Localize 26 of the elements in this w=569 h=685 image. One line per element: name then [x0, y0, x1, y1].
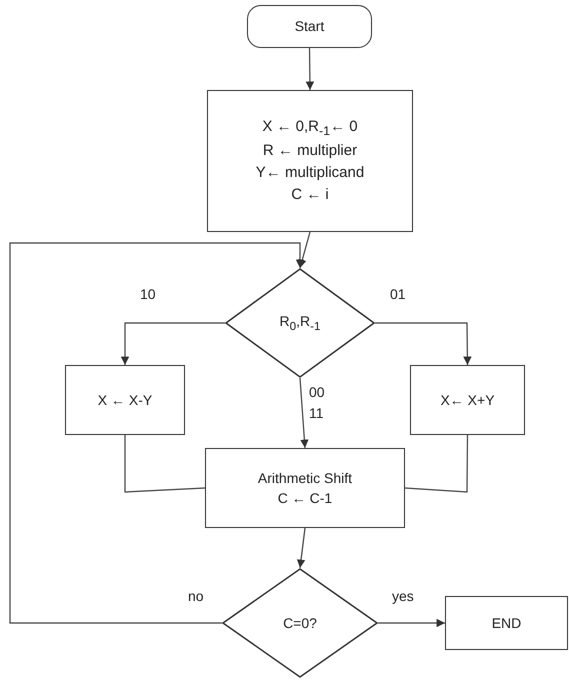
step-text: C ← i	[291, 184, 329, 205]
process-box	[410, 365, 525, 435]
step-text: C=0?	[283, 614, 317, 633]
step-text: Start	[294, 17, 324, 36]
step-title: Arithmetic Shift	[258, 468, 352, 488]
terminal-box	[247, 5, 372, 48]
connector-arrow	[296, 528, 306, 568]
process-box	[445, 596, 568, 650]
connector-arrow	[306, 48, 314, 90]
process-box	[65, 365, 185, 435]
process-box	[207, 90, 413, 232]
step-text: X ← X-Y	[98, 390, 152, 410]
process-box	[205, 448, 405, 528]
step-text: X← X+Y	[440, 390, 495, 410]
connector-arrow	[120, 322, 225, 365]
connector-arrow	[9, 242, 304, 624]
connector-arrow	[378, 618, 445, 628]
step-text: R$_{0}$,R$_{-1}$	[280, 312, 320, 334]
connector-arrow	[299, 378, 309, 448]
step-text: C ← C-1	[278, 489, 332, 508]
connector-arrow	[298, 232, 311, 268]
step-text: Y← multiplicand	[256, 163, 364, 184]
step-text: END	[492, 614, 522, 633]
step-text: X ← 0,R$_{-1}$← 0	[262, 117, 358, 140]
step-text: R ← multiplier	[262, 141, 358, 162]
connector-arrow	[375, 322, 472, 365]
